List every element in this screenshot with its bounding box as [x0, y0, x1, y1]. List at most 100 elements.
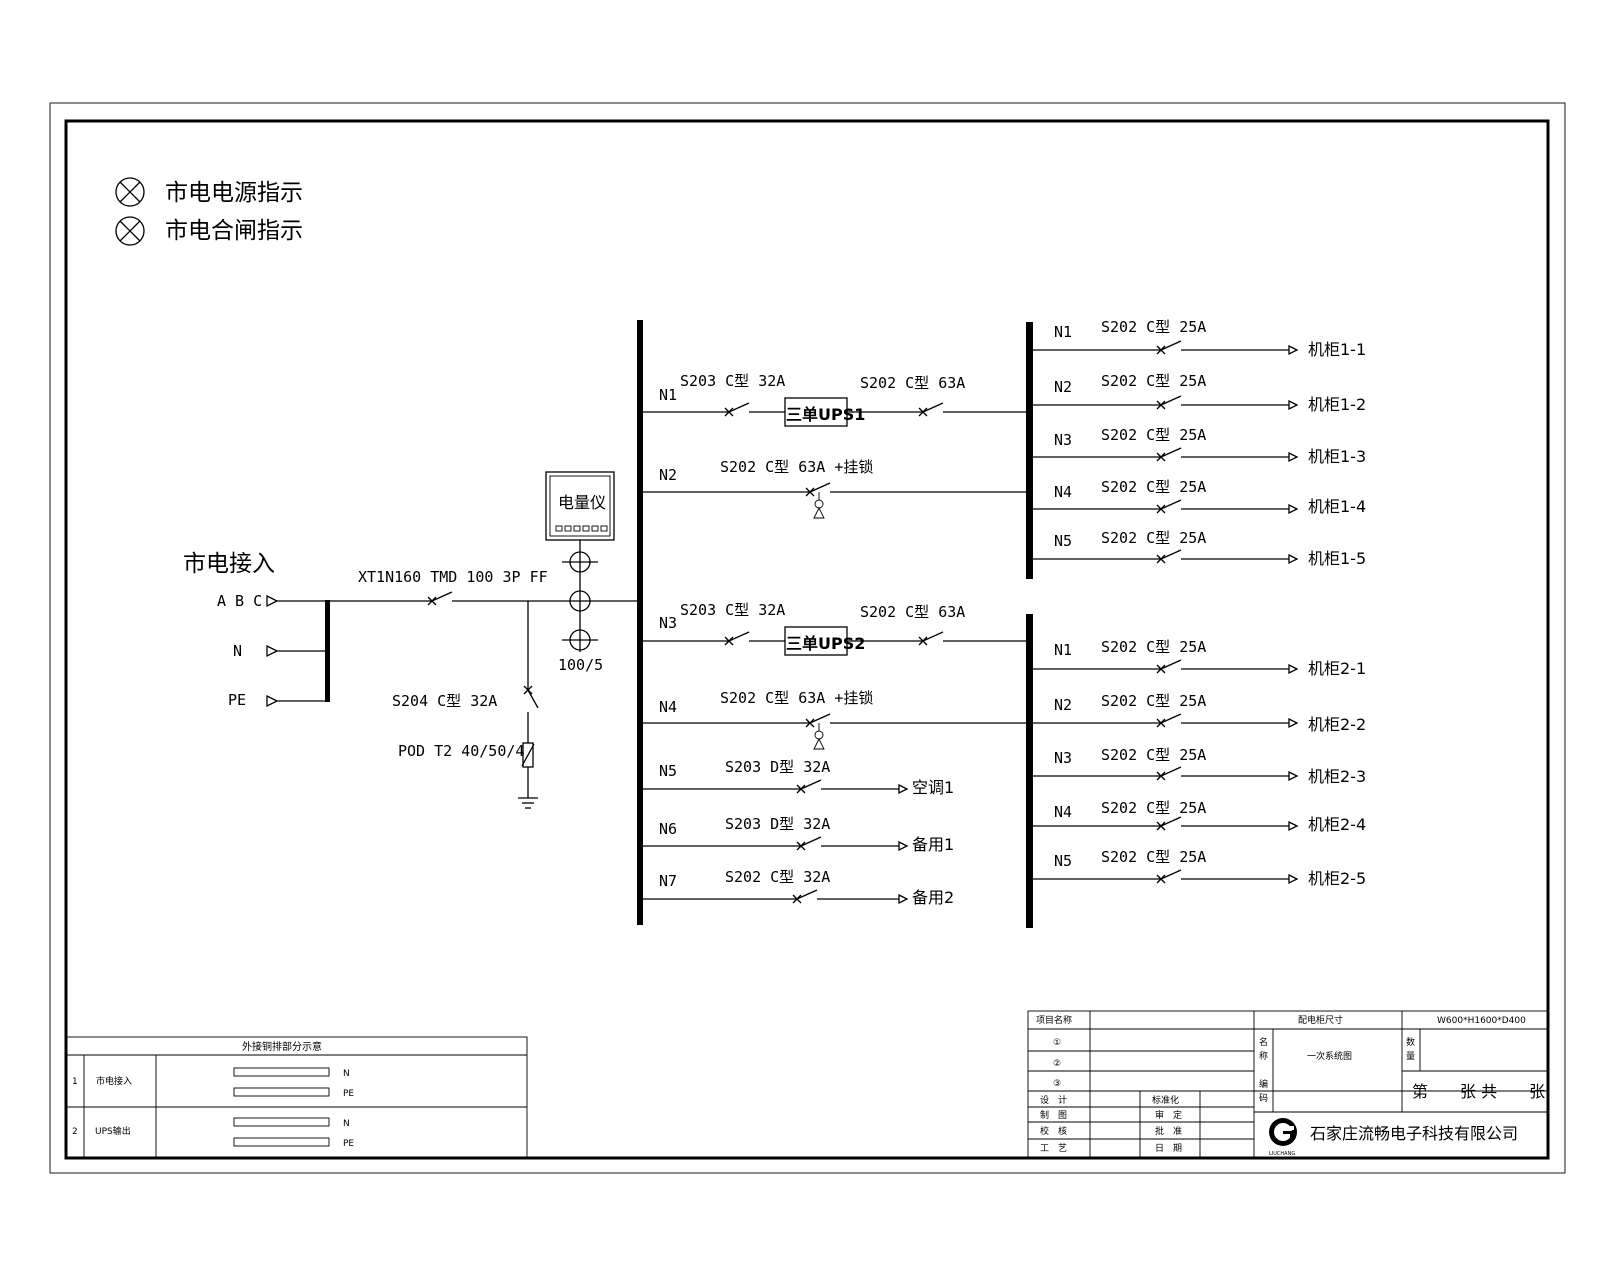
circuit-number: N5 — [1054, 532, 1072, 550]
load-label: 机柜1-2 — [1308, 395, 1366, 414]
breaker-symbol — [918, 402, 944, 417]
feeder-number: N7 — [659, 872, 677, 890]
feeder-n4: N4 S202 C型 63A +挂锁 — [643, 689, 1026, 750]
feeder-n3: N3 S203 C型 32A 三单UPS2 S202 C型 63A — [643, 601, 1026, 656]
drawing-name: 一次系统图 — [1307, 1050, 1352, 1062]
outgoing-arrow-icon — [898, 840, 909, 852]
load-label: 备用1 — [912, 835, 954, 854]
breaker-label: S203 D型 32A — [725, 815, 830, 833]
bar-label: N — [343, 1069, 350, 1079]
power-meter-label: 电量仪 — [558, 493, 606, 512]
circuit-number: N3 — [1054, 749, 1072, 767]
row-name: UPS输出 — [95, 1125, 131, 1137]
breaker-label: S202 C型 25A — [1101, 426, 1206, 444]
qty-label-1: 数 — [1406, 1036, 1415, 1048]
ups1-label: 三单UPS1 — [786, 405, 865, 424]
ups2-circuits: N1 S202 C型 25A 机柜2-1 N2 S202 C型 25A 机柜2-… — [1033, 638, 1366, 888]
ups2-label: 三单UPS2 — [786, 634, 865, 653]
circle-3: ③ — [1053, 1079, 1061, 1089]
standard-label: 标准化 — [1152, 1094, 1179, 1106]
circuit-number: N4 — [1054, 483, 1072, 501]
copper-bar-icon — [233, 1137, 330, 1147]
circuit-number: N1 — [1054, 323, 1072, 341]
circuit-number: N2 — [1054, 696, 1072, 714]
outgoing-arrow-icon — [1288, 717, 1299, 729]
copper-bar-icon — [233, 1117, 330, 1127]
busbar-table: 外接铜排部分示意 1 市电接入 N PE 2 UPS输出 N PE — [65, 1036, 528, 1158]
feeder-number: N6 — [659, 820, 677, 838]
feeder-n6: N6 S203 D型 32A 备用1 — [643, 815, 954, 854]
bar-label: PE — [343, 1139, 354, 1149]
breaker-label: S202 C型 25A — [1101, 692, 1206, 710]
breaker-symbol — [792, 889, 818, 904]
breaker-symbol — [805, 713, 831, 728]
outgoing-arrow-icon — [1288, 451, 1299, 463]
breaker-symbol — [796, 779, 822, 794]
code-label-2: 码 — [1259, 1093, 1268, 1104]
code-label-1: 编 — [1259, 1078, 1268, 1090]
breaker-label: S202 C型 25A — [1101, 478, 1206, 496]
breaker-out-label: S202 C型 63A — [860, 374, 965, 392]
row-index: 2 — [72, 1127, 78, 1137]
breaker-label: S202 C型 25A — [1101, 372, 1206, 390]
outgoing-arrow-icon — [898, 893, 909, 905]
circuit-row: N2 S202 C型 25A 机柜2-2 — [1033, 692, 1366, 734]
circuit-row: N1 S202 C型 25A 机柜1-1 — [1033, 318, 1366, 359]
circuit-row: N5 S202 C型 25A 机柜2-5 — [1033, 848, 1366, 888]
feeder-number: N5 — [659, 762, 677, 780]
circle-2: ② — [1053, 1059, 1061, 1069]
terminal-arrows — [266, 594, 279, 708]
circuit-row: N4 S202 C型 25A 机柜1-4 — [1033, 478, 1366, 516]
ground-icon — [518, 797, 538, 809]
qty-label-2: 量 — [1406, 1051, 1415, 1062]
feeder-number: N4 — [659, 698, 677, 716]
row-index: 1 — [72, 1077, 78, 1087]
circuit-row: N2 S202 C型 25A 机柜1-2 — [1033, 372, 1366, 414]
breaker-label: S202 C型 25A — [1101, 318, 1206, 336]
feeder-n2: N2 S202 C型 63A +挂锁 — [643, 458, 1026, 519]
load-label: 机柜1-3 — [1308, 447, 1366, 466]
spd-label: POD T2 40/50/4 — [398, 742, 524, 760]
breaker-label: S202 C型 25A — [1101, 746, 1206, 764]
current-transformer-icon — [562, 551, 598, 651]
load-label: 机柜2-5 — [1308, 869, 1366, 888]
breaker-symbol — [796, 836, 822, 851]
cabinet-size-value: W600*H1600*D400 — [1437, 1016, 1526, 1026]
load-label: 机柜2-1 — [1308, 659, 1366, 678]
legend-close-label: 市电合闸指示 — [165, 218, 303, 244]
load-label: 机柜2-3 — [1308, 767, 1366, 786]
indicator-lamp-icon — [115, 216, 145, 246]
breaker-symbol — [724, 631, 750, 646]
company-logo-icon: LIUCHANG — [1269, 1118, 1297, 1157]
copper-bar-icon — [233, 1087, 330, 1097]
earth-label: PE — [228, 691, 246, 709]
breaker-label: S202 C型 63A +挂锁 — [720, 689, 873, 707]
meter-buttons-icon — [555, 525, 608, 532]
main-busbar — [637, 320, 643, 925]
sheet-number: 第 张 共 张 — [1412, 1082, 1545, 1101]
outgoing-arrow-icon — [1288, 503, 1299, 515]
load-label: 机柜2-4 — [1308, 815, 1366, 834]
breaker-symbol — [805, 482, 831, 497]
padlock-icon — [813, 723, 825, 750]
feeder-number: N2 — [659, 466, 677, 484]
load-label: 机柜2-2 — [1308, 715, 1366, 734]
legend-power-label: 市电电源指示 — [165, 180, 303, 206]
design-label: 设 计 — [1040, 1094, 1067, 1106]
phase-abc-label: A B C — [217, 592, 262, 610]
process-label: 工 艺 — [1040, 1143, 1067, 1154]
breaker-label: S202 C型 25A — [1101, 799, 1206, 817]
circuit-number: N5 — [1054, 852, 1072, 870]
circuit-row: N4 S202 C型 25A 机柜2-4 — [1033, 799, 1366, 834]
breaker-symbol — [918, 631, 944, 646]
legend-close-indicator: 市电合闸指示 — [115, 216, 303, 246]
input-busbar — [325, 600, 330, 702]
title-block: 项目名称 配电柜尺寸 W600*H1600*D400 ① ② ③ 名 称 一次系… — [1027, 1010, 1549, 1159]
main-breaker-label: XT1N160 TMD 100 3P FF — [358, 568, 548, 586]
breaker-symbol — [724, 402, 750, 417]
draw-label: 制 图 — [1040, 1109, 1067, 1121]
breaker-label: S202 C型 25A — [1101, 529, 1206, 547]
load-label: 空调1 — [912, 778, 954, 797]
main-breaker-symbol — [427, 591, 453, 606]
breaker-label: S203 C型 32A — [680, 601, 785, 619]
